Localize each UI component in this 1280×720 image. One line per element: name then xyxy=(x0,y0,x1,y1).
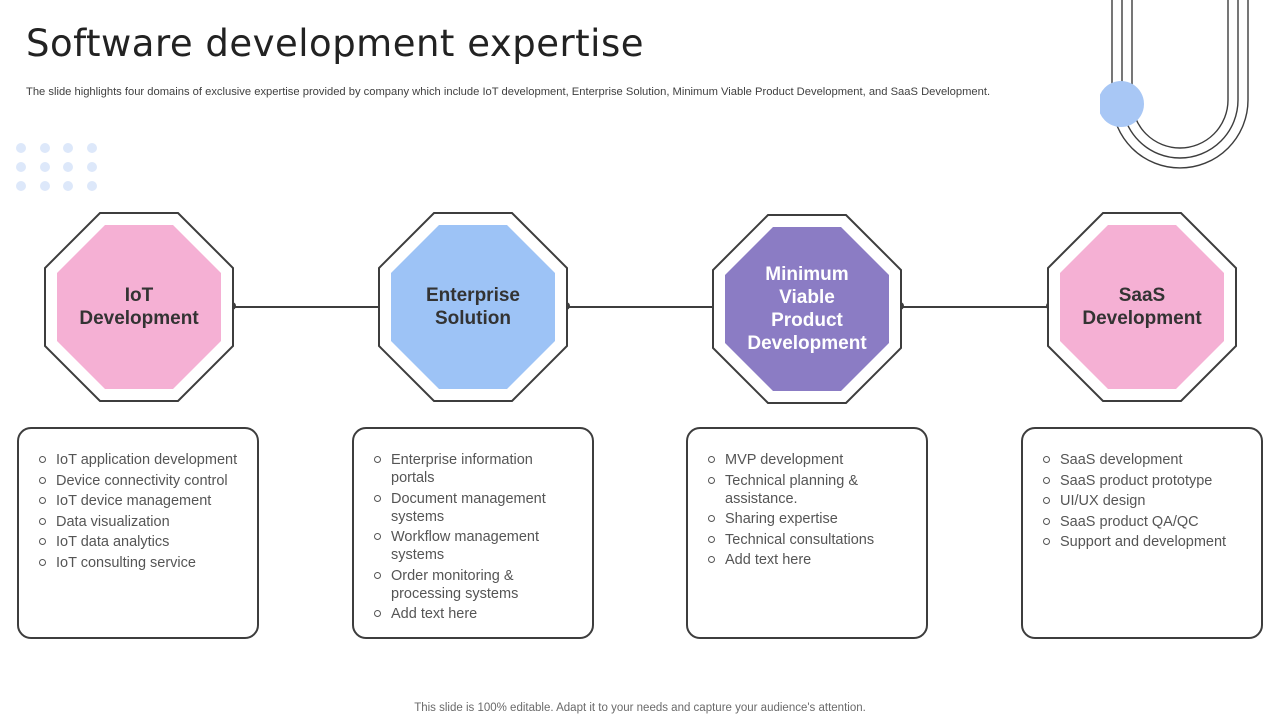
list-item: Data visualization xyxy=(39,513,243,531)
list-item: Device connectivity control xyxy=(39,472,243,490)
connector-line xyxy=(901,306,1049,308)
decorative-arcs xyxy=(1100,0,1249,169)
list-item: IoT device management xyxy=(39,492,243,510)
octagon-shape xyxy=(378,212,568,402)
domain-card-enterprise: Enterprise information portals Document … xyxy=(352,427,594,639)
list-item: Sharing expertise xyxy=(708,510,912,528)
list-item: Workflow management systems xyxy=(374,528,578,564)
list-item: IoT data analytics xyxy=(39,533,243,551)
bullet-list: Enterprise information portals Document … xyxy=(354,429,592,623)
list-item: Enterprise information portals xyxy=(374,451,578,487)
list-item: Document management systems xyxy=(374,490,578,526)
list-item: IoT consulting service xyxy=(39,554,243,572)
domain-card-mvp: MVP development Technical planning & ass… xyxy=(686,427,928,639)
domain-label: SaaS Development xyxy=(1082,285,1202,329)
connector-line xyxy=(233,306,381,308)
domain-node-iot: IoT Development xyxy=(44,212,234,402)
list-item: Support and development xyxy=(1043,533,1247,551)
list-item: Technical consultations xyxy=(708,531,912,549)
domain-card-iot: IoT application development Device conne… xyxy=(17,427,259,639)
bullet-list: IoT application development Device conne… xyxy=(19,429,257,572)
slide-footer: This slide is 100% editable. Adapt it to… xyxy=(414,702,866,714)
slide-title: Software development expertise xyxy=(26,22,645,65)
decorative-dot-grid xyxy=(16,143,97,191)
bullet-list: SaaS development SaaS product prototype … xyxy=(1023,429,1261,551)
domain-label: Minimum Viable Product Development xyxy=(747,264,867,354)
octagon-shape xyxy=(44,212,234,402)
domain-node-saas: SaaS Development xyxy=(1047,212,1237,402)
domain-label: IoT Development xyxy=(79,285,199,329)
list-item: SaaS development xyxy=(1043,451,1247,469)
domain-label: Enterprise Solution xyxy=(426,285,520,329)
domain-card-saas: SaaS development SaaS product prototype … xyxy=(1021,427,1263,639)
domain-node-enterprise: Enterprise Solution xyxy=(378,212,568,402)
slide-subtitle: The slide highlights four domains of exc… xyxy=(26,86,991,98)
bullet-list: MVP development Technical planning & ass… xyxy=(688,429,926,569)
octagon-shape xyxy=(1047,212,1237,402)
octagon-shape xyxy=(712,214,902,404)
connector-line xyxy=(567,306,715,308)
accent-circle xyxy=(1100,81,1144,127)
list-item: Order monitoring & processing systems xyxy=(374,567,578,603)
list-item: Technical planning & assistance. xyxy=(708,472,912,508)
list-item: Add text here xyxy=(708,551,912,569)
list-item: UI/UX design xyxy=(1043,492,1247,510)
list-item: Add text here xyxy=(374,605,578,623)
list-item: SaaS product prototype xyxy=(1043,472,1247,490)
list-item: IoT application development xyxy=(39,451,243,469)
list-item: MVP development xyxy=(708,451,912,469)
domain-node-mvp: Minimum Viable Product Development xyxy=(712,214,902,404)
list-item: SaaS product QA/QC xyxy=(1043,513,1247,531)
